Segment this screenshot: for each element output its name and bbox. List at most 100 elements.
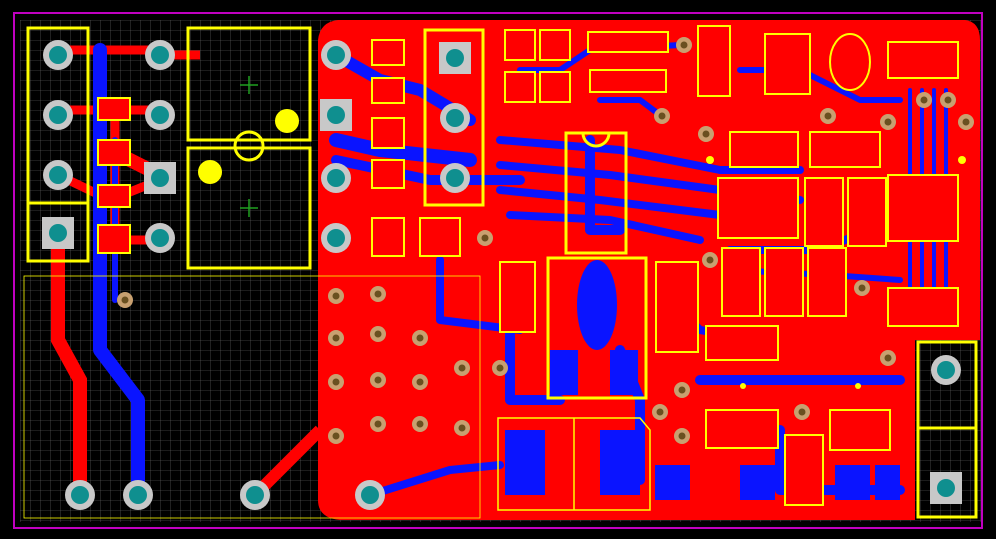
smd-pad xyxy=(499,261,536,333)
via-hole xyxy=(944,96,952,104)
via-hole xyxy=(458,424,466,432)
via-hole xyxy=(374,330,382,338)
through-hole-pads xyxy=(42,40,962,510)
via-hole xyxy=(884,354,892,362)
via-hole xyxy=(962,118,970,126)
pad-hole xyxy=(71,486,89,504)
smd-pad xyxy=(717,177,799,239)
keepout-region xyxy=(23,275,481,519)
smd-pad xyxy=(371,217,405,257)
smd-pad xyxy=(587,31,669,53)
via-hole xyxy=(332,432,340,440)
smd-pad xyxy=(887,174,959,242)
via-hole xyxy=(678,386,686,394)
relay-center-circle xyxy=(233,130,265,162)
bottom-pad xyxy=(550,350,578,395)
via-hole xyxy=(678,432,686,440)
bottom-trace-low-1 xyxy=(436,256,524,334)
overlay-dot xyxy=(740,383,746,389)
via-hole xyxy=(824,112,832,120)
ic-body xyxy=(577,260,617,350)
overlay-dot xyxy=(855,383,861,389)
bottom-trace-bus-2 xyxy=(329,133,477,167)
smd-pad xyxy=(887,41,959,79)
pad-hole xyxy=(151,229,169,247)
smd-pad xyxy=(97,184,131,208)
board-outline xyxy=(13,12,983,529)
pad-hole xyxy=(327,229,345,247)
ic-outline-large xyxy=(546,256,648,400)
overlay-dot xyxy=(706,156,714,164)
relay-outline-top xyxy=(186,26,312,142)
cap-outline xyxy=(497,417,651,511)
pad-hole xyxy=(937,361,955,379)
via-hole xyxy=(332,334,340,342)
overlay-layer xyxy=(26,26,978,519)
bottom-trace-top-2 xyxy=(597,97,663,118)
pad-hole xyxy=(49,224,67,242)
via-hole xyxy=(656,408,664,416)
pad-hole xyxy=(327,106,345,124)
via-hole xyxy=(706,256,714,264)
smd-pad xyxy=(764,247,804,317)
smd-pad xyxy=(589,69,667,93)
bottom-trace-low-2 xyxy=(505,325,565,405)
via-hole xyxy=(858,284,866,292)
bottom-pad xyxy=(875,465,900,500)
via-hole xyxy=(374,290,382,298)
relay-outline-bottom xyxy=(186,146,312,270)
via-hole xyxy=(458,364,466,372)
smd-pad xyxy=(371,39,405,66)
smd-pad xyxy=(539,71,571,103)
smd-pad xyxy=(504,29,536,61)
smd-pad xyxy=(371,77,405,104)
bottom-pad xyxy=(740,465,775,500)
via-hole xyxy=(920,96,928,104)
via-hole xyxy=(121,296,129,304)
header-outline-j2 xyxy=(423,28,485,207)
via-hole xyxy=(374,420,382,428)
via-hole xyxy=(332,292,340,300)
bottom-pad xyxy=(505,430,545,495)
bottom-trace-mid-5 xyxy=(585,135,625,235)
ic-notch xyxy=(581,132,611,148)
via-hole xyxy=(680,41,688,49)
vias xyxy=(117,37,974,444)
pad-hole xyxy=(446,109,464,127)
smd-pad xyxy=(97,139,131,166)
smd-pad xyxy=(539,29,571,61)
pad-hole xyxy=(446,49,464,67)
bottom-pad xyxy=(600,430,640,495)
bottom-pad xyxy=(655,465,690,500)
pad-hole xyxy=(49,46,67,64)
smd-pad xyxy=(721,247,761,317)
smd-pad xyxy=(764,33,811,95)
smd-pad xyxy=(847,177,887,247)
pad-hole xyxy=(151,169,169,187)
pad-hole xyxy=(937,479,955,497)
via-hole xyxy=(798,408,806,416)
pad-hole xyxy=(151,46,169,64)
smd-pad xyxy=(829,409,891,451)
smd-pad xyxy=(705,409,779,449)
pad-hole xyxy=(49,166,67,184)
bottom-trace-mid-1 xyxy=(496,136,804,174)
relay-marker-dot xyxy=(198,160,222,184)
via-hole xyxy=(416,378,424,386)
pad-hole xyxy=(151,106,169,124)
bottom-trace-bus-3 xyxy=(331,155,525,185)
bottom-trace-mid-3 xyxy=(496,186,724,219)
via-hole xyxy=(658,112,666,120)
via-hole xyxy=(332,378,340,386)
smd-pad xyxy=(705,325,779,361)
pad-hole xyxy=(246,486,264,504)
pad-hole xyxy=(327,46,345,64)
smd-pad xyxy=(807,247,847,317)
smd-pad xyxy=(419,217,461,257)
smd-pad xyxy=(504,71,536,103)
via-hole xyxy=(416,420,424,428)
smd-pad xyxy=(887,287,959,327)
smd-pad xyxy=(371,117,405,149)
via-hole xyxy=(884,118,892,126)
